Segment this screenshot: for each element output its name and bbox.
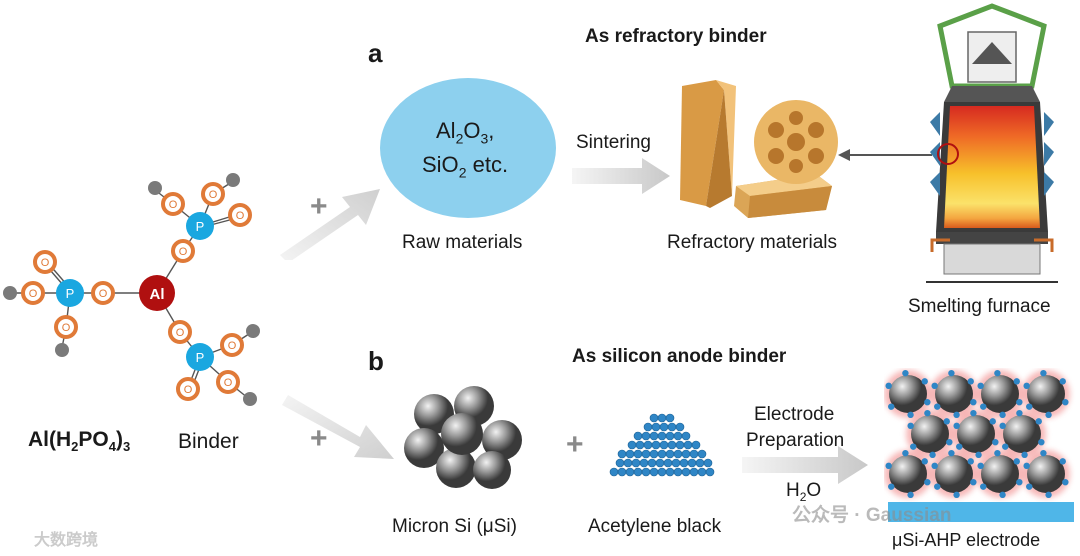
plus-sign-b: + [310,422,328,455]
electrode-prep-line2: Preparation [746,430,845,451]
raw-materials-formula-2: SiO2 etc. [422,152,509,181]
svg-text:O: O [236,210,245,222]
arrow-down-to-panel-b [282,395,394,459]
plus-sign-a: + [310,190,328,223]
electrode-prep-line1: Electrode [754,404,835,425]
raw-materials-formula-1: Al2O3, [436,118,495,147]
acetylene-black-image [609,413,715,477]
svg-text:O: O [228,340,237,352]
svg-text:O: O [41,257,50,269]
binder-label: Binder [178,430,239,453]
micron-si-cluster-image [404,386,522,489]
svg-text:O: O [184,384,193,396]
svg-text:O: O [29,288,38,300]
plus-sign-c: + [566,428,584,461]
svg-text:O: O [62,322,71,334]
al-atom-label: Al [150,286,165,303]
svg-text:O: O [209,189,218,201]
usi-ahp-electrode-image [884,369,1074,522]
formula-label: Al(H2PO4)3 [28,428,131,455]
acetylene-black-label: Acetylene black [588,516,722,537]
svg-text:P: P [196,219,205,234]
svg-text:P: P [196,350,205,365]
svg-text:O: O [224,377,233,389]
arrow-up-to-panel-a [280,189,380,260]
panel-b-letter: b [368,346,384,376]
electrode-label: μSi-AHP electrode [892,530,1041,550]
raw-materials-blob [380,78,556,218]
smelting-furnace-image [926,3,1058,283]
watermark-left: 大数跨境 [34,532,99,549]
micron-si-label: Micron Si (μSi) [392,516,517,537]
panel-a-letter: a [368,38,383,68]
o-atom-label: O [99,288,108,300]
svg-text:O: O [176,327,185,339]
p-atom-label: P [66,286,75,301]
svg-text:O: O [169,199,178,211]
panel-a-heading: As refractory binder [585,26,767,47]
panel-b-heading: As silicon anode binder [572,346,787,367]
raw-materials-label: Raw materials [402,232,523,253]
water-solvent-label: H2O [786,480,822,504]
sintering-arrow [572,158,670,194]
refractory-bricks-image [680,80,838,218]
smelting-furnace-label: Smelting furnace [908,296,1051,317]
furnace-pointer-arrow [838,149,932,161]
sintering-label: Sintering [576,132,651,153]
refractory-materials-label: Refractory materials [667,232,837,253]
svg-text:O: O [179,246,188,258]
molecule-diagram: O O O O O O O O O O O O P P P Al [3,173,260,406]
electrode-prep-arrow [742,446,868,484]
watermark-right: 公众号 · Gaussian [792,505,952,526]
